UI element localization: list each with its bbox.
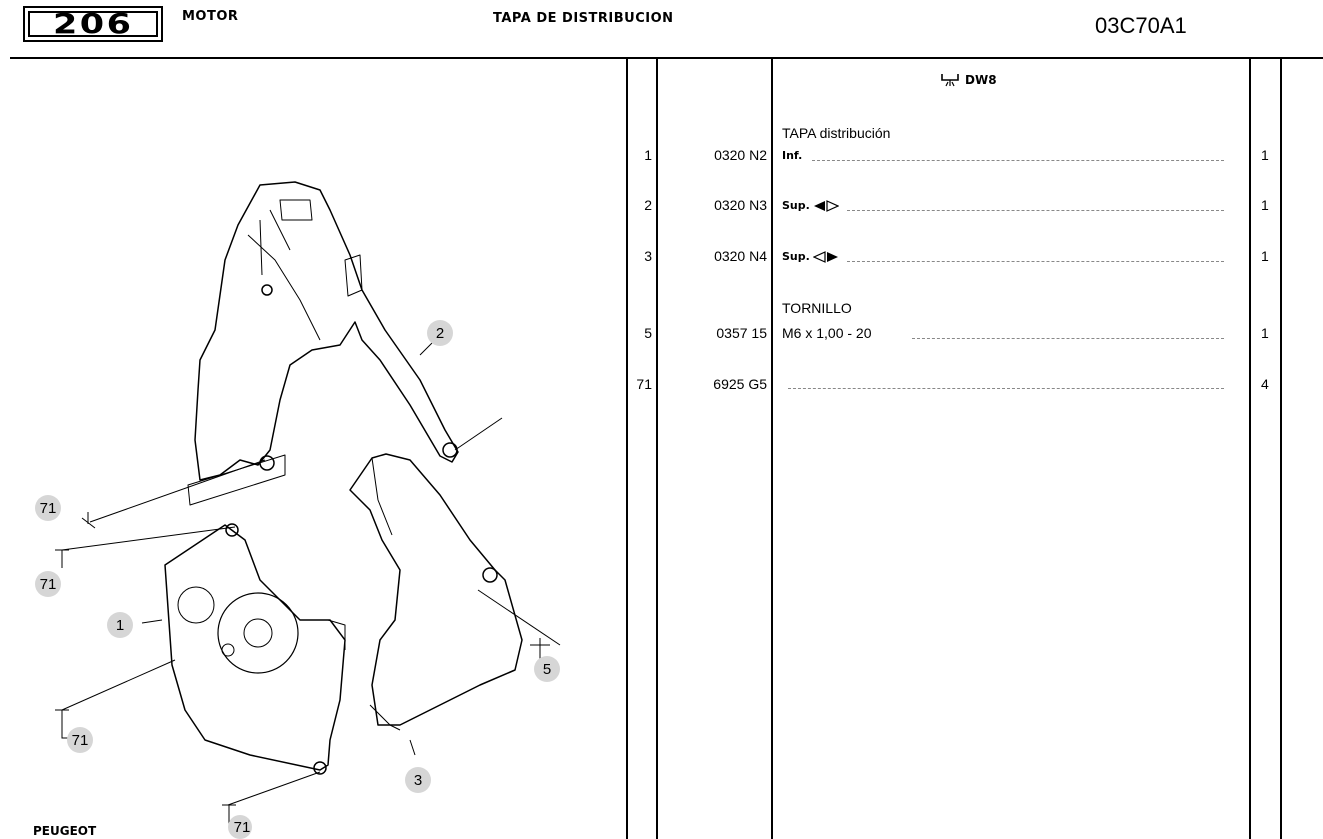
- callout-5: 5: [543, 661, 551, 678]
- part-description: Sup.: [782, 250, 810, 263]
- callout-71: 71: [40, 500, 57, 517]
- part-reference: 0320 N2: [714, 147, 767, 163]
- model-logo: 206: [23, 6, 163, 42]
- table-divider: [1249, 58, 1251, 839]
- item-number: 3: [644, 248, 652, 264]
- timing-cover-diagram: 2 71 71 1 5 71 3 71: [35, 181, 561, 839]
- page-code: 03C70A1: [1095, 13, 1187, 38]
- quantity: 4: [1261, 376, 1269, 392]
- left-filled-arrow-icon: [813, 199, 840, 212]
- lower-timing-cover: [164, 524, 346, 771]
- leader-line: [847, 261, 1224, 262]
- model-number: 206: [52, 7, 134, 40]
- engine-icon: [940, 70, 960, 88]
- item-number: 71: [636, 376, 652, 392]
- item-number: 2: [644, 197, 652, 213]
- section-label: MOTOR: [182, 9, 239, 24]
- table-divider: [1280, 58, 1282, 839]
- item-number: 5: [644, 325, 652, 341]
- engine-label: DW8: [965, 73, 997, 87]
- quantity: 1: [1261, 248, 1269, 264]
- part-reference: 0320 N4: [714, 248, 767, 264]
- group-label: TAPA distribución: [782, 125, 891, 141]
- callout-3: 3: [414, 772, 422, 789]
- part-reference: 6925 G5: [713, 376, 767, 392]
- callout-1: 1: [116, 617, 124, 634]
- leader-line: [812, 160, 1224, 161]
- part-description: M6 x 1,00 - 20: [782, 325, 872, 341]
- quantity: 1: [1261, 147, 1269, 163]
- part-description: Sup.: [782, 199, 810, 212]
- group-label: TORNILLO: [782, 300, 852, 316]
- page-title: TAPA DE DISTRIBUCION: [493, 11, 674, 26]
- table-divider: [771, 58, 773, 839]
- part-reference: 0357 15: [716, 325, 767, 341]
- table-divider: [656, 58, 658, 839]
- quantity: 1: [1261, 197, 1269, 213]
- leader-line: [788, 388, 1224, 389]
- quantity: 1: [1261, 325, 1269, 341]
- part-reference: 0320 N3: [714, 197, 767, 213]
- callout-71: 71: [234, 819, 251, 836]
- part-description: Inf.: [782, 149, 803, 162]
- table-divider: [626, 58, 628, 839]
- callout-2: 2: [436, 325, 444, 342]
- callout-71: 71: [72, 732, 89, 749]
- upper-timing-cover: [194, 181, 459, 481]
- leader-line: [847, 210, 1224, 211]
- item-number: 1: [644, 147, 652, 163]
- brand-footer: PEUGEOT: [33, 824, 97, 838]
- callout-71: 71: [40, 576, 57, 593]
- middle-timing-cover: [349, 453, 523, 726]
- right-filled-arrow-icon: [812, 250, 839, 263]
- leader-line: [912, 338, 1224, 339]
- header-rule: [10, 57, 1323, 59]
